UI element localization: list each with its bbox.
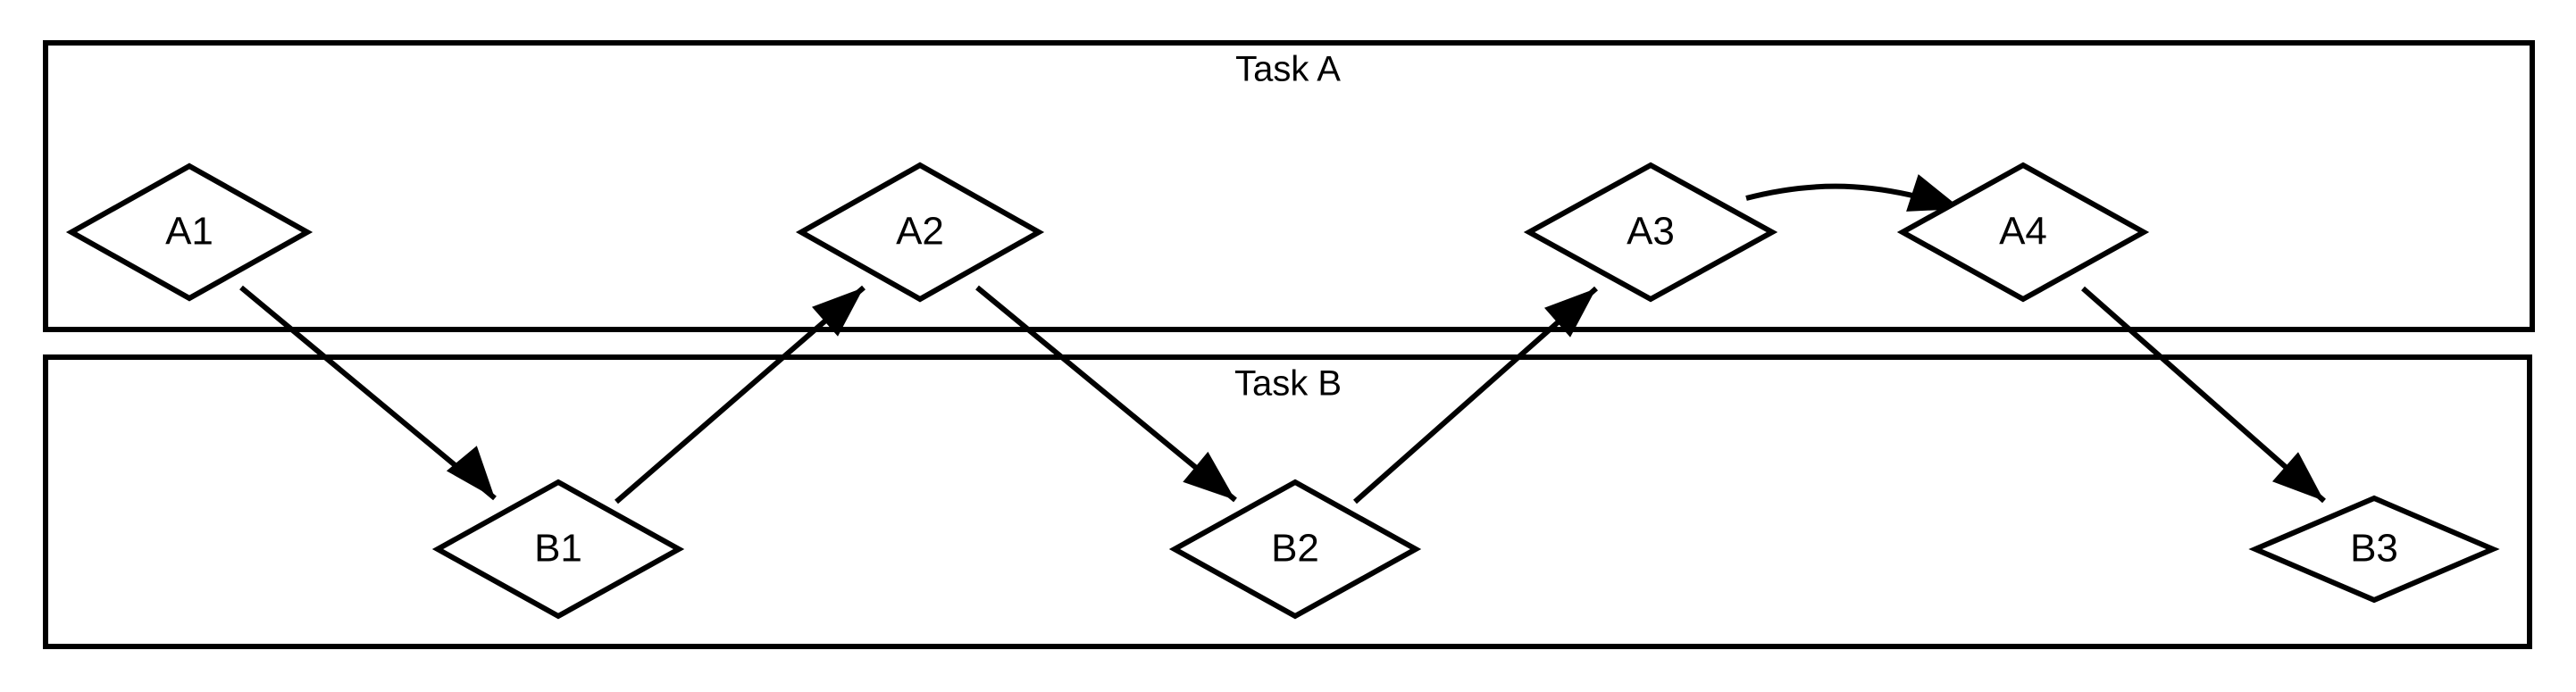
arrowhead-icon-A2-B2 <box>1183 451 1235 500</box>
node-diamond-A1 <box>65 163 314 302</box>
lane-border-task-a <box>43 40 2535 332</box>
node-diamond-B1 <box>431 479 685 620</box>
node-diamond-B2 <box>1168 479 1422 620</box>
edge-line-A4-B3 <box>2081 286 2326 504</box>
node-diamond-A4 <box>1896 162 2150 303</box>
edge-line-A1-B1 <box>239 285 497 501</box>
node-A3[interactable]: A3 <box>1523 162 1778 303</box>
node-label-B1: B1 <box>534 527 582 571</box>
node-diamond-A3 <box>1523 162 1778 303</box>
edges-group <box>239 174 2326 504</box>
lane-label-task-a: Task A <box>1235 50 1341 89</box>
edge-B2-A3[interactable] <box>1353 286 1598 504</box>
node-A2[interactable]: A2 <box>795 162 1045 303</box>
node-B3[interactable]: B3 <box>2248 495 2500 604</box>
node-B1[interactable]: B1 <box>431 479 685 620</box>
arrowhead-icon-B1-A2 <box>812 288 864 337</box>
node-label-B3: B3 <box>2350 527 2398 571</box>
node-label-A4: A4 <box>1999 210 2047 254</box>
edge-line-B2-A3 <box>1353 286 1598 504</box>
lane-label-task-b: Task B <box>1234 364 1342 404</box>
node-label-A3: A3 <box>1627 210 1675 254</box>
node-diamond-B3 <box>2248 495 2500 604</box>
arrowhead-icon-A1-B1 <box>446 446 495 498</box>
edge-B1-A2[interactable] <box>615 285 866 504</box>
node-A1[interactable]: A1 <box>65 163 314 302</box>
arrowhead-icon-B2-A3 <box>1544 288 1596 338</box>
lane-task-a[interactable]: Task A <box>43 40 2535 332</box>
node-B2[interactable]: B2 <box>1168 479 1422 620</box>
edge-line-B1-A2 <box>615 285 866 504</box>
edge-line-A2-B2 <box>975 285 1237 503</box>
edge-A4-B3[interactable] <box>2081 286 2326 504</box>
node-label-A2: A2 <box>896 210 944 254</box>
edge-A3-A4[interactable] <box>1745 174 1961 212</box>
arrowhead-icon-A4-B3 <box>2272 452 2324 501</box>
node-A4[interactable]: A4 <box>1896 162 2150 303</box>
edge-A2-B2[interactable] <box>975 285 1237 503</box>
node-label-A1: A1 <box>165 210 213 254</box>
arrowhead-icon-A3-A4 <box>1906 174 1961 212</box>
edge-A1-B1[interactable] <box>239 285 497 501</box>
node-diamond-A2 <box>795 162 1045 303</box>
node-label-B2: B2 <box>1271 527 1319 571</box>
